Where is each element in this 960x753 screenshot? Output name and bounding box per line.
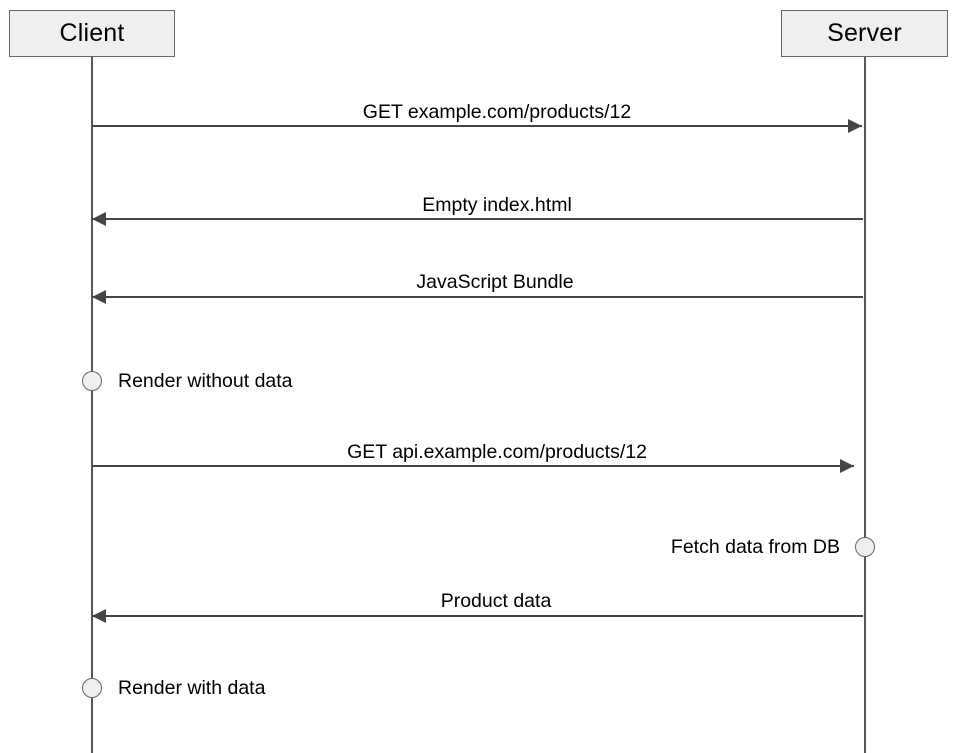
arrow-head-left-js-bundle: [92, 290, 106, 304]
message-label-product-data: Product data: [440, 590, 552, 612]
event-label-fetch-data-from-db: Fetch data from DB: [670, 536, 840, 558]
participant-label-server: Server: [827, 19, 902, 47]
event-marker-render-without-data[interactable]: [82, 371, 102, 391]
lifeline-server: [864, 57, 866, 753]
event-marker-fetch-data-from-db[interactable]: [855, 537, 875, 557]
arrow-head-left-empty-index: [92, 212, 106, 226]
arrow-head-right-get-page: [848, 119, 862, 133]
arrow-head-left-product-data: [92, 609, 106, 623]
participant-box-server[interactable]: Server: [781, 10, 948, 57]
event-marker-render-with-data[interactable]: [82, 678, 102, 698]
arrow-head-right-get-api: [840, 459, 854, 473]
lifeline-client: [91, 57, 93, 753]
event-label-render-with-data: Render with data: [118, 677, 266, 699]
message-line-js-bundle: [92, 296, 863, 298]
participant-label-client: Client: [59, 19, 125, 47]
message-label-empty-index: Empty index.html: [422, 194, 572, 216]
event-label-render-without-data: Render without data: [118, 370, 293, 392]
message-line-get-api: [92, 465, 854, 467]
message-label-get-page: GET example.com/products/12: [362, 101, 632, 123]
message-line-empty-index: [92, 218, 863, 220]
message-line-get-page: [92, 125, 862, 127]
message-line-product-data: [92, 615, 863, 617]
message-label-get-api: GET api.example.com/products/12: [347, 441, 647, 463]
message-label-js-bundle: JavaScript Bundle: [416, 271, 574, 293]
participant-box-client[interactable]: Client: [9, 10, 175, 57]
